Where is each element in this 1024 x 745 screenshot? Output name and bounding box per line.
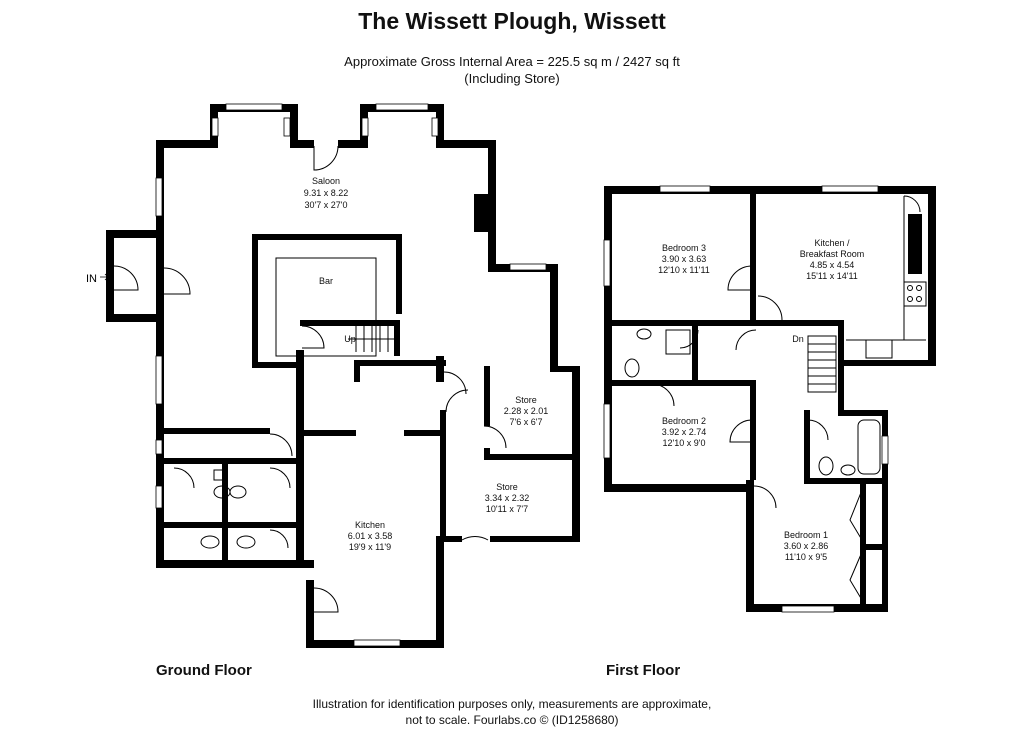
bedroom-3-imperial: 12'10 x 11'11 [658,265,710,275]
first-windows [603,185,889,613]
disclaimer-line-2: not to scale. Fourlabs.co © (ID1258680) [405,713,619,727]
bar-counter [275,257,377,357]
bar-label: Bar [319,276,333,286]
ground-floor-label: Ground Floor [156,662,252,679]
store-2-imperial: 10'11 x 7'7 [486,504,528,514]
store-2-metric: 3.34 x 2.32 [485,493,530,503]
bedroom-3-label: Bedroom 3 [662,243,706,253]
first-floor-plan [603,185,936,613]
saloon-metric: 9.31 x 8.22 [304,188,349,198]
bedroom-1-label: Bedroom 1 [784,530,828,540]
ground-doors [113,145,507,613]
ground-kitchen-imperial: 19'9 x 11'9 [349,542,391,552]
kitchen-breakfast-imperial: 15'11 x 14'11 [806,271,858,281]
bedroom-2-imperial: 12'10 x 9'0 [663,438,706,448]
first-stairs [807,335,837,393]
ground-floor-plan [106,103,580,648]
stairs-down-label: Dn [792,334,804,344]
store-1-metric: 2.28 x 2.01 [504,406,549,416]
first-floor-walls [604,186,936,612]
ground-kitchen-metric: 6.01 x 3.58 [348,531,393,541]
area-summary: Approximate Gross Internal Area = 225.5 … [0,53,1024,87]
store-1-imperial: 7'6 x 6'7 [510,417,543,427]
bedroom-1-imperial: 11'10 x 9'5 [785,552,827,562]
stairs-up-label: Up [344,334,356,344]
plan-title: The Wissett Plough, Wissett [358,8,666,34]
bedroom-2-label: Bedroom 2 [662,416,706,426]
saloon-label: Saloon [312,176,340,186]
disclaimer-line-1: Illustration for identification purposes… [312,697,712,711]
ground-stairs [348,326,394,352]
first-floor-label: First Floor [606,662,681,679]
kitchen-breakfast-metric: 4.85 x 4.54 [810,260,855,270]
gross-area-text: Approximate Gross Internal Area = 225.5 … [344,54,680,69]
room-labels: Saloon 9.31 x 8.22 30'7 x 27'0 Bar Up St… [86,176,864,562]
ground-windows [155,103,547,647]
bedroom-2-metric: 3.92 x 2.74 [662,427,707,437]
entrance-arrow-icon [100,273,109,281]
disclaimer: Illustration for identification purposes… [0,696,1024,728]
bedroom-1-metric: 3.60 x 2.86 [784,541,829,551]
entrance-label: IN [86,273,97,285]
kitchen-fittings [846,196,927,359]
kitchen-breakfast-label-2: Breakfast Room [800,249,865,259]
ground-floor-walls [106,104,580,648]
first-bathroom-fixtures [624,328,881,476]
store-1-label: Store [515,395,537,405]
ground-wc-fixtures [200,469,256,549]
ground-kitchen-label: Kitchen [355,520,385,530]
kitchen-breakfast-label: Kitchen / [814,238,850,248]
bedroom-3-metric: 3.90 x 3.63 [662,254,707,264]
area-note-text: (Including Store) [464,71,560,86]
first-doors [651,195,921,601]
saloon-imperial: 30'7 x 27'0 [305,200,348,210]
store-2-label: Store [496,482,518,492]
